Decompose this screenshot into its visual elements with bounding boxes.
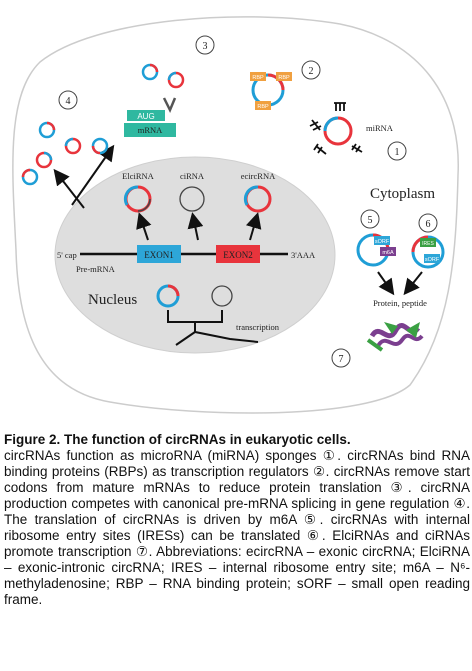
- arrow-to-cytoplasm: [53, 168, 85, 209]
- arrow-to-cirna: [187, 212, 204, 241]
- mirna-label: miRNA: [366, 123, 394, 133]
- ires-label: IRES: [422, 241, 434, 247]
- step4-circrna-cluster: [21, 121, 109, 186]
- ecircrna-label: ecircRNA: [241, 171, 276, 181]
- figure-caption: Figure 2. The function of circRNAs in eu…: [4, 432, 470, 608]
- circrna-function-diagram: EXON1 EXON2 5' cap Pre-mRNA 3'AAA ElciRN…: [12, 16, 459, 414]
- rbp-circrna: RBP RBP RBP: [250, 72, 292, 110]
- svg-text:7: 7: [339, 354, 344, 365]
- arrow-to-ecircrna: [245, 212, 262, 241]
- rbp-label-3: RBP: [257, 104, 269, 110]
- transcription-arrow: [175, 330, 259, 346]
- pre-mrna-label: Pre-mRNA: [76, 264, 116, 274]
- svg-text:3: 3: [203, 41, 208, 52]
- svg-text:2: 2: [309, 66, 314, 77]
- step-badge-2: 2: [301, 60, 321, 80]
- cirna-label: ciRNA: [180, 171, 205, 181]
- step-badge-7: 7: [331, 348, 351, 368]
- aug-label: AUG: [137, 112, 154, 121]
- sorf-label-1: sORF: [375, 239, 390, 245]
- transcription-bracket: [167, 310, 223, 332]
- step-badge-6: 6: [418, 213, 438, 233]
- step-badge-3: 3: [195, 35, 215, 55]
- m6a-label: m6A: [382, 250, 394, 256]
- five-cap-label: 5' cap: [57, 250, 77, 260]
- exon2-label: EXON2: [223, 250, 253, 260]
- exon2-box: [216, 245, 260, 263]
- nucleus-label: Nucleus: [88, 292, 137, 308]
- step-badge-4: 4: [58, 90, 78, 110]
- caption-body: circRNAs function as microRNA (miRNA) sp…: [4, 448, 470, 607]
- step3-circrna-cluster: [141, 63, 185, 89]
- ecircrna-circle: [243, 185, 272, 213]
- cytoplasm-label: Cytoplasm: [370, 186, 435, 202]
- svg-text:6: 6: [426, 219, 431, 230]
- mirna-sponge: [309, 102, 363, 155]
- arrow-to-mrna: [71, 144, 115, 206]
- step-badge-5: 5: [360, 209, 380, 229]
- nucleus-elcirna-circle: [156, 284, 180, 308]
- arrow-from-ires: [403, 271, 423, 296]
- three-aaa-label: 3'AAA: [291, 250, 316, 260]
- exon1-box: [137, 245, 181, 263]
- transcription-label: transcription: [236, 322, 280, 332]
- elcirna-circle: [123, 185, 152, 213]
- nucleus-cirna-circle: [211, 285, 233, 307]
- step-badge-1: 1: [387, 141, 407, 161]
- ires-circrna: IRES sORF: [411, 235, 445, 269]
- cirna-circle: [179, 186, 205, 212]
- mrna-aug: AUG mRNA: [124, 97, 177, 137]
- rbp-label-1: RBP: [252, 75, 264, 81]
- mrna-label: mRNA: [138, 125, 163, 135]
- protein-peptide-label: Protein, peptide: [373, 298, 427, 308]
- svg-text:1: 1: [395, 147, 400, 158]
- rbp-label-2: RBP: [278, 75, 290, 81]
- arrow-from-m6a: [377, 271, 395, 296]
- exon1-label: EXON1: [144, 250, 174, 260]
- caption-title: Figure 2. The function of circRNAs in eu…: [4, 432, 351, 447]
- protein-glyph: [366, 322, 424, 352]
- elcirna-label: ElciRNA: [122, 171, 154, 181]
- m6a-circrna: sORF m6A: [356, 233, 396, 267]
- svg-text:4: 4: [66, 96, 71, 107]
- arrow-to-elcirna: [136, 212, 152, 241]
- svg-text:5: 5: [368, 215, 373, 226]
- sorf-label-2: sORF: [425, 257, 440, 263]
